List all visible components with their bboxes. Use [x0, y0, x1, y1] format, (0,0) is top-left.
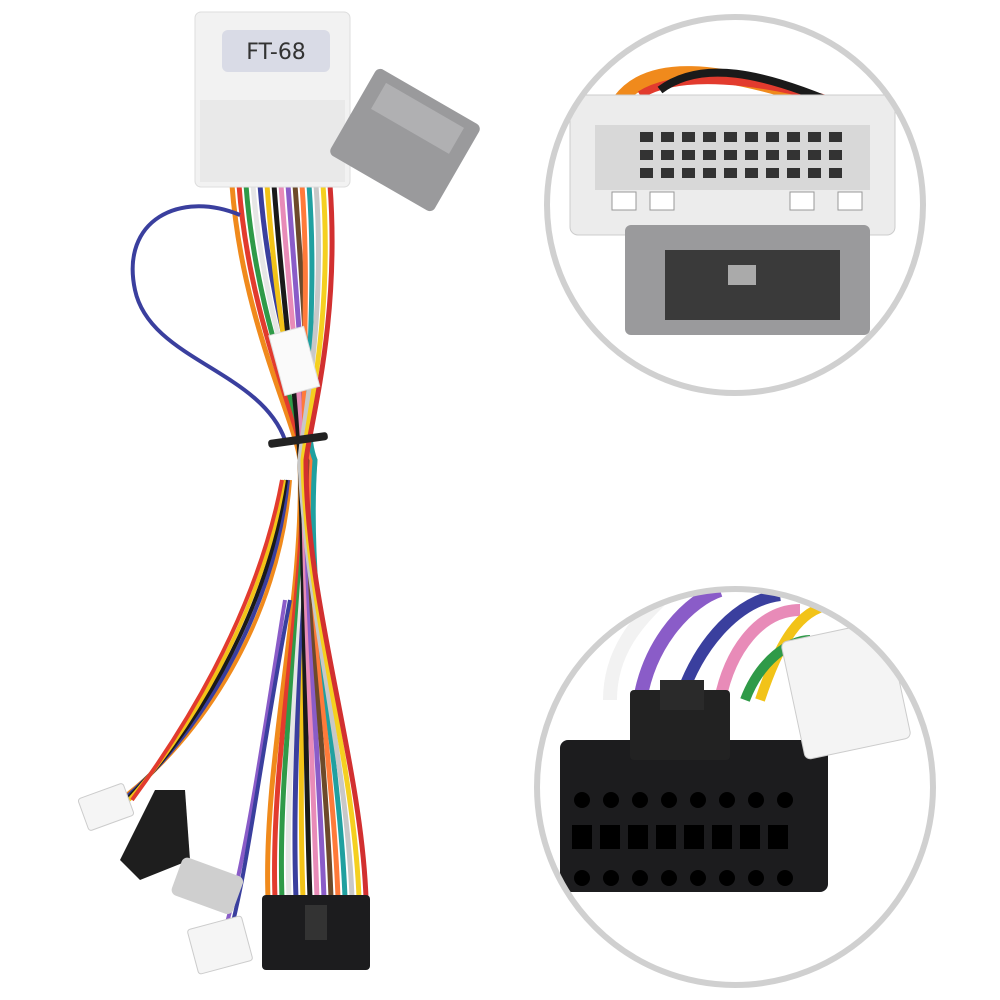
- small-white-connector-left: [77, 783, 135, 831]
- pin-slot: [829, 168, 842, 178]
- pin-slot: [661, 150, 674, 160]
- socket-hole: [603, 870, 619, 886]
- pin-slot: [766, 150, 779, 160]
- pin-slot: [808, 168, 821, 178]
- socket-hole: [632, 792, 648, 808]
- pin-slot: [682, 168, 695, 178]
- zoom-circle-bottom-border: [534, 586, 936, 988]
- pin-slot: [724, 150, 737, 160]
- branch-wire: [130, 479, 284, 802]
- wire-tag: [268, 325, 321, 397]
- pin-slot: [787, 132, 800, 142]
- antenna-plug: [120, 790, 244, 915]
- socket-hole: [603, 792, 619, 808]
- black-head-unit-connector: [262, 895, 370, 970]
- socket-hole: [628, 825, 648, 849]
- socket-hole: [777, 870, 793, 886]
- pin-slot: [661, 168, 674, 178]
- socket-hole: [748, 792, 764, 808]
- socket-hole: [719, 792, 735, 808]
- pin-slot: [808, 132, 821, 142]
- socket-hole: [719, 870, 735, 886]
- pin-slot: [787, 150, 800, 160]
- pin-slot: [682, 132, 695, 142]
- socket-hole: [690, 792, 706, 808]
- socket-hole: [661, 792, 677, 808]
- connector-pin-grid: [640, 132, 842, 178]
- pin-slot: [766, 168, 779, 178]
- pin-slot: [724, 132, 737, 142]
- socket-hole: [712, 825, 732, 849]
- pin-slot: [808, 150, 821, 160]
- model-label: [222, 30, 330, 72]
- socket-hole: [574, 792, 590, 808]
- wire-bundle: [118, 184, 369, 931]
- pin-slot: [745, 150, 758, 160]
- wire: [303, 184, 369, 899]
- gray-connector: [330, 68, 480, 212]
- wire: [306, 184, 348, 899]
- cable-tie: [268, 432, 328, 448]
- pin-slot: [682, 150, 695, 160]
- socket-hole: [690, 870, 706, 886]
- socket-hole: [684, 825, 704, 849]
- socket-hole: [777, 792, 793, 808]
- branch-wire: [229, 599, 292, 931]
- socket-hole: [661, 870, 677, 886]
- socket-hole: [740, 825, 760, 849]
- pin-slot: [661, 132, 674, 142]
- pin-slot: [745, 132, 758, 142]
- socket-hole: [574, 870, 590, 886]
- zoom-circle-bottom: [537, 589, 933, 985]
- model-label-text: FT-68: [246, 40, 306, 65]
- pin-slot: [766, 132, 779, 142]
- pin-slot: [703, 168, 716, 178]
- socket-hole: [572, 825, 592, 849]
- socket-hole: [600, 825, 620, 849]
- zoom-circle-top: [547, 17, 923, 393]
- pin-slot: [745, 168, 758, 178]
- white-vehicle-connector: FT-68: [194, 11, 351, 188]
- small-white-connector-bottom: [187, 915, 253, 975]
- socket-hole: [656, 825, 676, 849]
- pin-slot: [787, 168, 800, 178]
- pin-slot: [829, 150, 842, 160]
- zoom-circle-top-border: [544, 14, 926, 396]
- wire: [299, 184, 341, 899]
- connector-socket-grid: [572, 792, 793, 886]
- blue-loop-wire: [130, 204, 287, 441]
- pin-slot: [640, 168, 653, 178]
- pin-slot: [640, 150, 653, 160]
- pin-slot: [703, 150, 716, 160]
- pin-slot: [724, 168, 737, 178]
- pin-slot: [640, 132, 653, 142]
- pin-slot: [829, 132, 842, 142]
- socket-hole: [768, 825, 788, 849]
- black-connector-closeup: [560, 740, 828, 892]
- pin-slot: [703, 132, 716, 142]
- socket-hole: [632, 870, 648, 886]
- socket-hole: [748, 870, 764, 886]
